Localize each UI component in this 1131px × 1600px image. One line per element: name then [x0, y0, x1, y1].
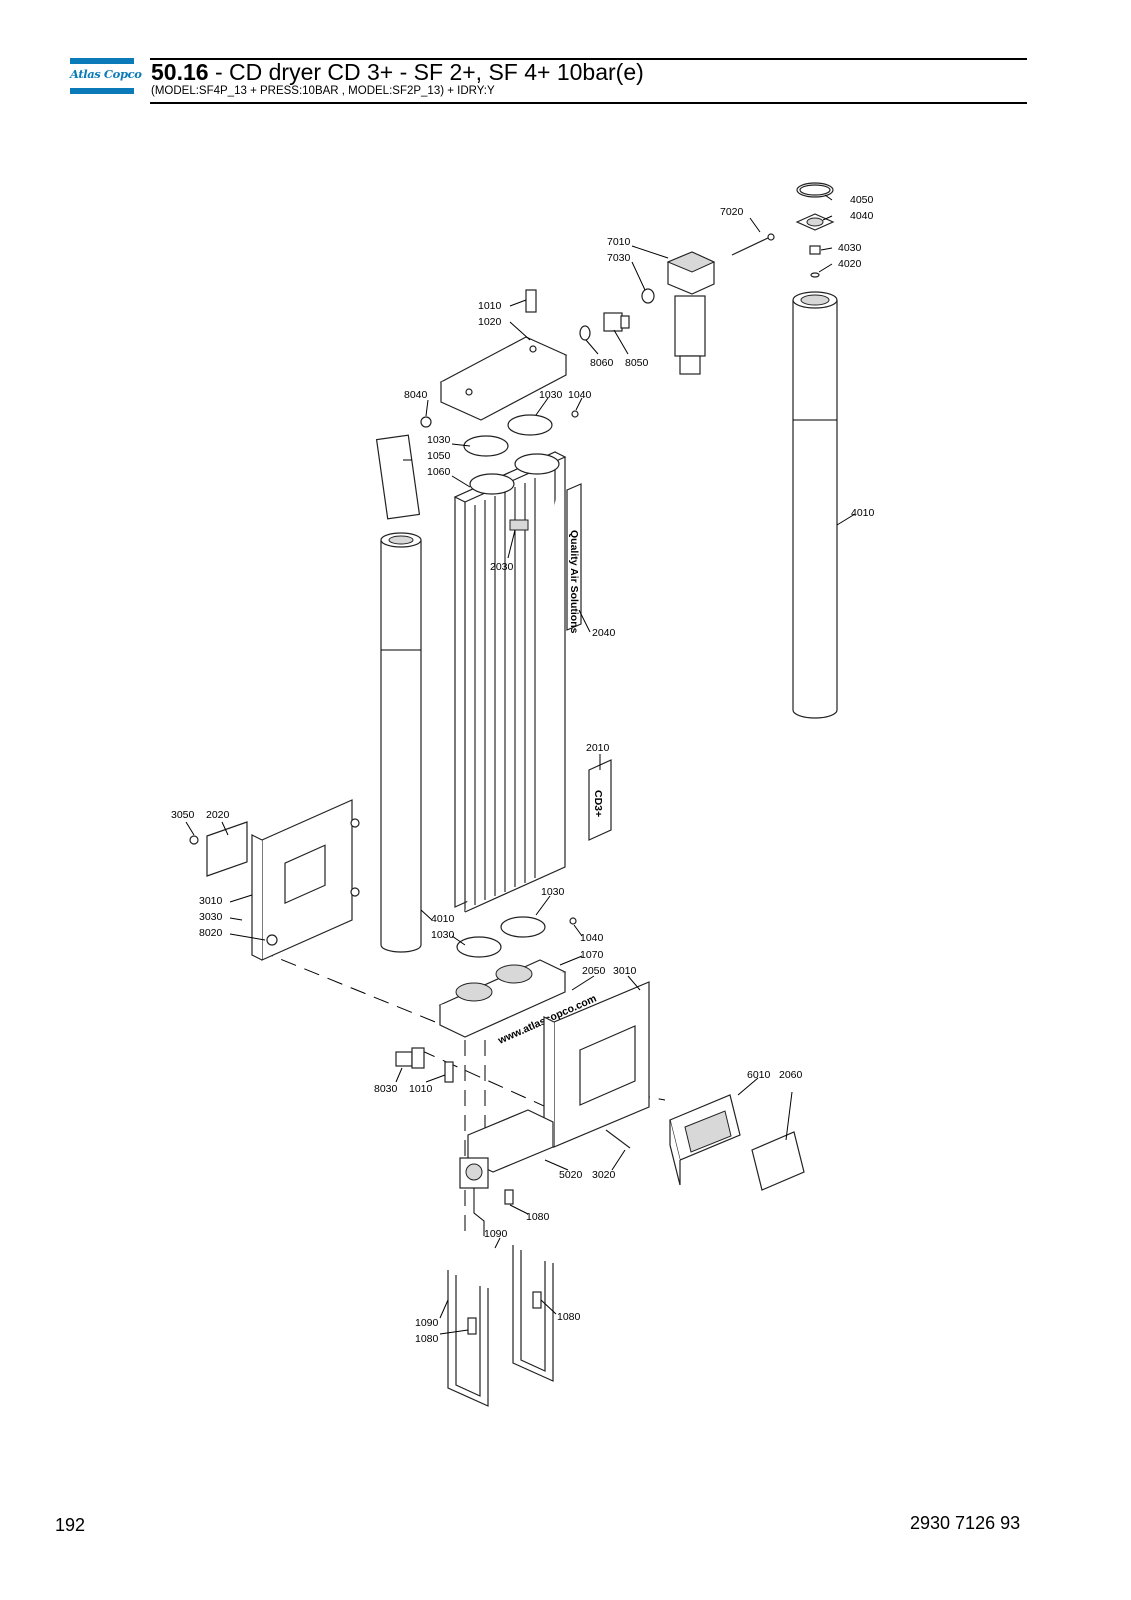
- callout-label: 1090: [484, 1228, 508, 1240]
- callout-label: 1020: [478, 316, 502, 328]
- sticker-2020: [189, 821, 248, 877]
- callout-label: 2030: [490, 561, 514, 573]
- model-subtitle: (MODEL:SF4P_13 + PRESS:10BAR , MODEL:SF2…: [151, 85, 495, 97]
- callout-label: 1040: [580, 932, 604, 944]
- callout-label: 8020: [199, 927, 223, 939]
- callout-label: 7020: [720, 206, 744, 218]
- foot-bracket-1090-right: [512, 1245, 554, 1382]
- callout-label: 8050: [625, 357, 649, 369]
- callout-label: 1090: [415, 1317, 439, 1329]
- callout-label: 1030: [539, 389, 563, 401]
- filter-cartridge-4010-left: [380, 532, 422, 953]
- callout-label: 8060: [590, 357, 614, 369]
- atlas-copco-logo: Atlas Copco: [70, 58, 142, 94]
- header-rule-top: [150, 58, 1027, 60]
- callout-label: 7030: [607, 252, 631, 264]
- o-rings-1030-bottom: [456, 916, 577, 958]
- callout-label: 7010: [607, 236, 631, 248]
- callout-label: 1010: [478, 300, 502, 312]
- document-number: 2930 7126 93: [910, 1513, 1021, 1533]
- top-manifold-1020: [420, 289, 568, 428]
- callout-label: 1030: [427, 434, 451, 446]
- main-extrusion-housing: [453, 451, 567, 913]
- o-rings-1030-top: [463, 410, 579, 457]
- fitting-8050-8060: [579, 312, 630, 341]
- callout-label: 1080: [557, 1311, 581, 1323]
- callout-label: 2010: [586, 742, 610, 754]
- side-bracket-3010-left: [251, 799, 360, 961]
- callout-label: 1040: [568, 389, 592, 401]
- callout-label: 4010: [851, 507, 875, 519]
- callout-label: 4040: [850, 210, 874, 222]
- callout-label: 3010: [199, 895, 223, 907]
- sticker-2010: CD3+: [588, 759, 612, 841]
- callout-label: 4050: [850, 194, 874, 206]
- callout-label: 4010: [431, 913, 455, 925]
- callout-label: 1080: [415, 1333, 439, 1345]
- label-sheet-1050: [375, 434, 421, 520]
- callout-label: 3030: [199, 911, 223, 923]
- callout-label: 1060: [427, 466, 451, 478]
- logo-text: Atlas Copco: [70, 67, 142, 81]
- header-rule-bottom: [150, 102, 1027, 104]
- callout-labels: 4050 4040 7020 7010 7030 4030 4020 1010 …: [171, 194, 875, 1345]
- callout-label: 1080: [526, 1211, 550, 1223]
- callout-label: 1070: [580, 949, 604, 961]
- callout-label: 3050: [171, 809, 195, 821]
- page-title: 50.16 - CD dryer CD 3+ - SF 2+, SF 4+ 10…: [151, 59, 644, 85]
- page-number: 192: [55, 1515, 86, 1535]
- callout-label: 2020: [206, 809, 230, 821]
- callout-label: 8030: [374, 1083, 398, 1095]
- foot-bracket-1090-left: [447, 1270, 489, 1407]
- sticker-2040-text: Quality Air Solutions: [568, 530, 580, 634]
- callout-label: 4020: [838, 258, 862, 270]
- logo-bar-bottom: [70, 88, 134, 94]
- callout-label: 3010: [613, 965, 637, 977]
- callout-label: 2060: [779, 1069, 803, 1081]
- prefilter-7010: [641, 233, 775, 375]
- cover-6010: [669, 1094, 805, 1191]
- side-bracket-3010-right: [543, 981, 650, 1149]
- valve-block-5020: [459, 1109, 554, 1236]
- callout-label: 1030: [541, 886, 565, 898]
- sticker-2040: Quality Air Solutions: [566, 483, 582, 634]
- callout-label: 6010: [747, 1069, 771, 1081]
- sticker-2010-text: CD3+: [592, 790, 604, 817]
- fitting-8030: [395, 1047, 454, 1083]
- callout-label: 2040: [592, 627, 616, 639]
- callout-label: 4030: [838, 242, 862, 254]
- callout-label: 2050: [582, 965, 606, 977]
- callout-label: 3020: [592, 1169, 616, 1181]
- title-text: - CD dryer CD 3+ - SF 2+, SF 4+ 10bar(e): [208, 59, 644, 85]
- filter-cartridge-4010-right: [792, 182, 838, 719]
- callout-label: 8040: [404, 389, 428, 401]
- section-number: 50.16: [151, 59, 209, 85]
- callout-leader-lines: [185, 194, 856, 1335]
- callout-label: 5020: [559, 1169, 583, 1181]
- callout-label: 1030: [431, 929, 455, 941]
- callout-label: 1010: [409, 1083, 433, 1095]
- callout-label: 1050: [427, 450, 451, 462]
- logo-bar-top: [70, 58, 134, 64]
